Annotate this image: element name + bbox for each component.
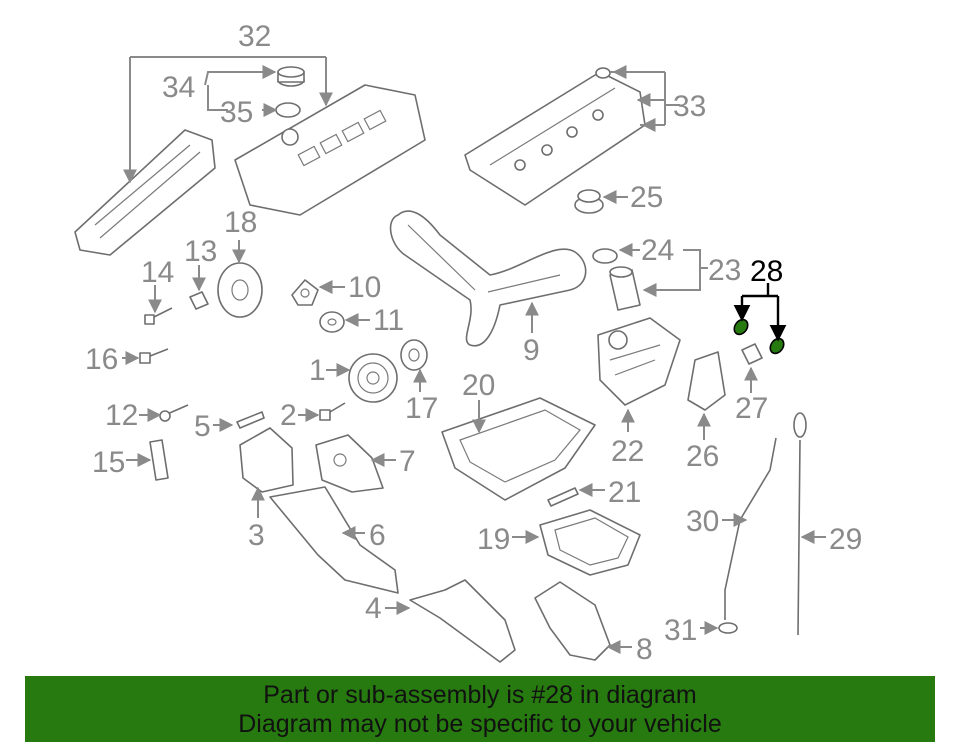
label-24: 24 [641, 234, 674, 267]
part-11-pulley [319, 311, 345, 333]
part-10-tensioner [291, 279, 319, 306]
label-19: 19 [477, 523, 510, 556]
part-35-ring [275, 102, 301, 118]
label-9: 9 [523, 334, 540, 367]
part-7-cover [315, 434, 384, 493]
part-1-crank-pulley [348, 353, 398, 403]
label-26: 26 [686, 440, 719, 473]
part-18-gear [217, 262, 263, 318]
part-3-cover [239, 427, 294, 493]
part-6-cover [269, 486, 399, 594]
label-7: 7 [399, 445, 416, 478]
part-33-valve-cover [464, 71, 646, 206]
label-16: 16 [85, 343, 118, 376]
part-14-bolt [144, 307, 173, 325]
label-15: 15 [92, 446, 125, 479]
part-20-oil-pan [441, 397, 596, 501]
part-16-bolt [139, 348, 169, 364]
part-2-bolt [319, 402, 346, 421]
part-29-dipstick [793, 412, 807, 636]
label-8: 8 [636, 633, 653, 666]
part-32-valve-cover [234, 84, 426, 216]
part-9-timing-belt [389, 210, 587, 347]
part-23-oil-filter [609, 266, 641, 311]
part-33-plug [595, 67, 611, 79]
label-11: 11 [373, 304, 404, 337]
part-26-cover [687, 351, 726, 411]
label-4: 4 [365, 592, 382, 625]
part-12-bolt [159, 404, 189, 422]
part-13-sleeve [189, 291, 209, 310]
part-34-cap [277, 66, 305, 87]
label-32: 32 [238, 20, 271, 53]
part-15-tube [149, 439, 169, 481]
label-6: 6 [369, 519, 386, 552]
label-34: 34 [162, 71, 195, 104]
leader-lines [122, 56, 826, 654]
banner-line-1: Part or sub-assembly is #28 in diagram [263, 681, 697, 709]
part-30-dipstick-tube [724, 437, 777, 620]
part-22-oil-pump [597, 317, 681, 406]
parts-diagram: 32 34 35 33 25 18 13 14 24 23 28 10 11 9… [74, 20, 862, 666]
label-2: 2 [280, 399, 297, 432]
part-25-mount [574, 189, 604, 214]
label-20: 20 [462, 369, 495, 402]
label-18: 18 [224, 206, 257, 239]
info-banner: Part or sub-assembly is #28 in diagram D… [25, 676, 935, 742]
label-17: 17 [405, 392, 438, 425]
part-27-sleeve [741, 343, 763, 365]
label-28: 28 [750, 255, 783, 288]
label-35: 35 [220, 96, 253, 129]
label-31: 31 [664, 614, 697, 647]
label-10: 10 [348, 271, 381, 304]
label-23: 23 [708, 254, 741, 287]
part-19-lower-pan [539, 509, 641, 576]
part-32-shield [74, 129, 216, 256]
banner-line-2: Diagram may not be specific to your vehi… [238, 710, 722, 738]
label-29: 29 [829, 523, 862, 556]
label-30: 30 [686, 505, 719, 538]
label-33: 33 [673, 90, 706, 123]
part-24-seal [592, 248, 618, 264]
label-25: 25 [630, 181, 663, 214]
part-28-seal-left [733, 318, 749, 336]
label-21: 21 [608, 476, 641, 509]
part-4-cover [409, 579, 516, 663]
part-8-cover [534, 581, 611, 661]
part-labels: 32 34 35 33 25 18 13 14 24 23 28 10 11 9… [85, 20, 862, 666]
label-1: 1 [309, 354, 326, 387]
label-22: 22 [611, 435, 644, 468]
label-27: 27 [735, 392, 768, 425]
label-14: 14 [141, 256, 174, 289]
label-13: 13 [184, 235, 217, 268]
label-12: 12 [105, 399, 138, 432]
part-31-ring [718, 622, 738, 634]
part-21-tube [547, 487, 579, 507]
label-3: 3 [248, 519, 265, 552]
label-5: 5 [194, 410, 211, 443]
part-5-clip [236, 411, 265, 429]
part-17-sprocket [400, 339, 428, 371]
